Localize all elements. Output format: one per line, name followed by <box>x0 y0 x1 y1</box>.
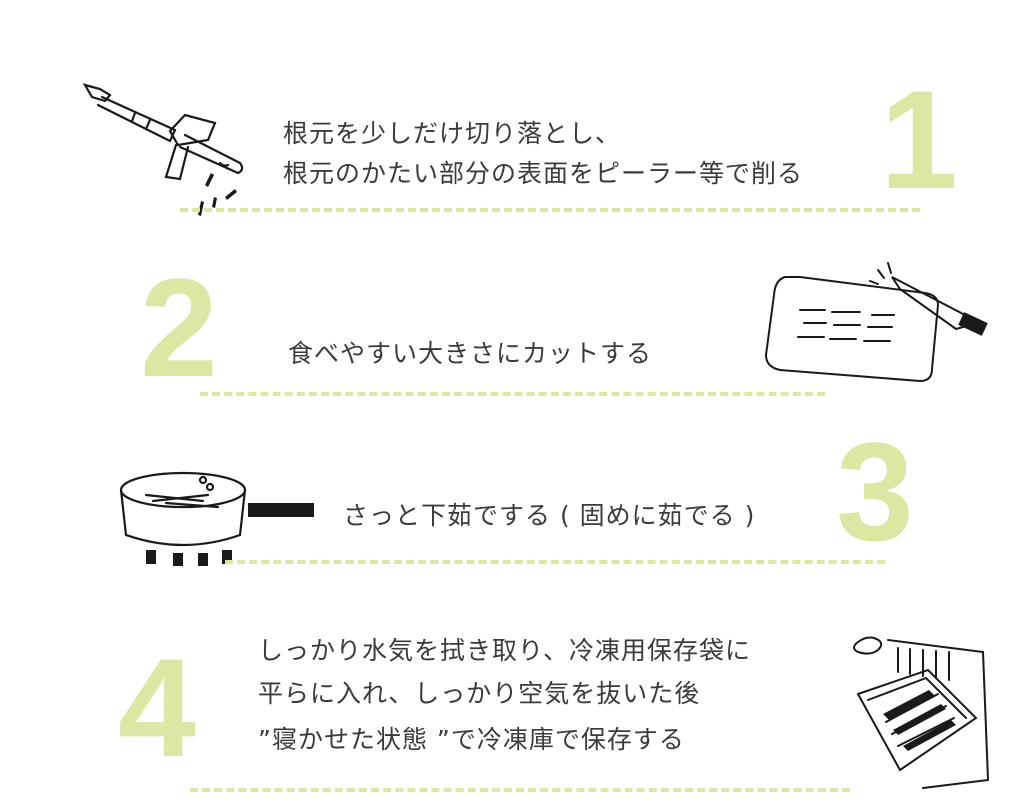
step-1-text: 根元を少しだけ切り落とし、 根元のかたい部分の表面をピーラー等で削る <box>283 114 803 194</box>
step-4-text: しっかり水気を拭き取り、冷凍用保存袋に 平らに入れ、しっかり空気を抜いた後 ”寝… <box>258 630 751 762</box>
step-4-line-3: ”寝かせた状態 ”で冷凍庫で保存する <box>258 725 685 754</box>
step-3-divider <box>225 560 885 564</box>
step-2-number: 2 <box>140 249 218 406</box>
step-2-line-1: 食べやすい大きさにカットする <box>288 339 653 368</box>
step-4-divider <box>190 788 850 792</box>
step-4-line-2: 平らに入れ、しっかり空気を抜いた後 <box>258 678 701 708</box>
freezer-bag-icon <box>828 630 998 794</box>
step-2-text: 食べやすい大きさにカットする <box>288 334 652 374</box>
step-2-divider <box>200 392 825 396</box>
step-1-line-2: 根元のかたい部分の表面をピーラー等で削る <box>283 159 804 188</box>
step-1-line-1: 根元を少しだけ切り落とし、 <box>283 119 622 148</box>
boiling-pot-icon <box>118 465 318 579</box>
step-3-line-1: さっと下茹でする ( 固めに茹でる ) <box>343 501 756 530</box>
step-4-number: 4 <box>118 629 196 786</box>
knife-cutting-board-icon <box>760 255 990 394</box>
peeler-asparagus-icon <box>80 75 250 239</box>
step-3-text: さっと下茹でする ( 固めに茹でる ) <box>343 496 755 536</box>
step-4-line-1: しっかり水気を拭き取り、冷凍用保存袋に <box>258 636 752 665</box>
step-1-divider <box>180 208 920 212</box>
step-3-number: 3 <box>836 413 914 570</box>
step-1-number: 1 <box>880 61 958 218</box>
